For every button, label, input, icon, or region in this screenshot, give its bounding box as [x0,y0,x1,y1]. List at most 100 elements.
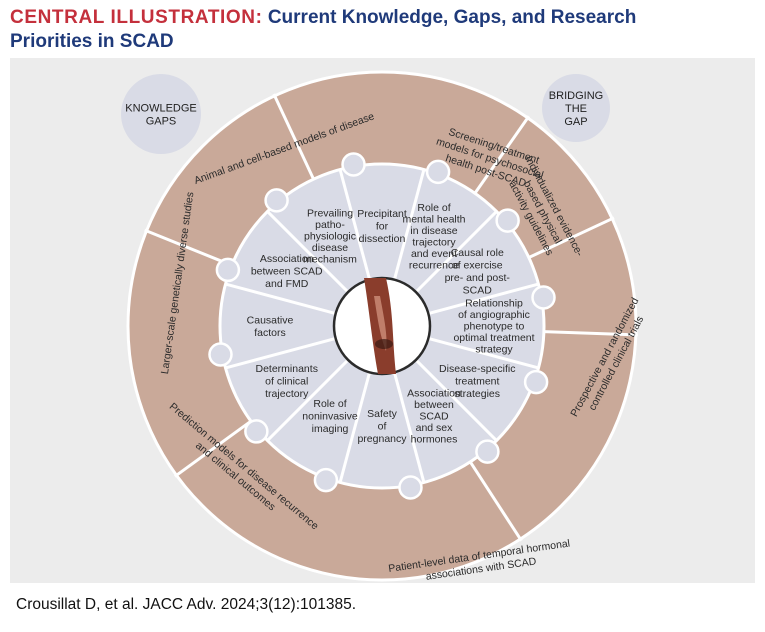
inner-divider [338,371,372,483]
inner-divider [414,210,498,294]
inner-segment-label-line: SCAD [419,411,449,423]
inner-segment-label-line: for [376,221,389,233]
inner-segment-label-line: pre- and post- [445,272,511,284]
inner-segment-label-line: phenotype to [464,321,525,333]
inner-segment-label-line: strategy [475,344,513,356]
inner-segment-label-line: of exercise [452,259,503,271]
inner-segment-label-line: hormones [411,434,458,446]
inner-divider [266,358,350,442]
inner-segment-label-line: strategies [454,388,500,400]
puzzle-knob [425,159,451,185]
inner-segment-label-line: mechanism [303,254,357,266]
puzzle-knob [531,285,556,310]
title-line-2: Priorities in SCAD [10,31,174,52]
inner-segment-label-line: Association [260,253,314,265]
inner-divider [266,210,350,294]
inner-segment-label-line: Determinants [256,363,318,375]
puzzle-knob [341,152,366,177]
intramural-hematoma [375,339,393,349]
puzzle-knob [215,257,241,283]
knowledge-gaps-badge-text-line: KNOWLEDGE [125,102,197,114]
knowledge-gaps-badge-text-line: GAPS [146,115,177,127]
inner-segment-label-line: SCAD [463,284,493,296]
citation: Crousillat D, et al. JACC Adv. 2024;3(12… [16,596,357,613]
bridging-gap-badge-text-line: THE [565,103,587,115]
inner-segment-label-line: physiologic [304,231,356,243]
inner-segment-label-line: Causal role [451,247,504,259]
inner-segment-label-line: Precipitant [357,208,407,220]
bridging-gap-badge-circle [542,74,610,142]
artery-illustration [364,278,396,374]
inner-divider [427,336,539,370]
inner-segment-label-line: recurrence [409,259,459,271]
bridging-gap-badge-text-line: GAP [564,116,587,128]
inner-divider [427,282,539,316]
title-line-1: Current Knowledge, Gaps, and Research [267,7,637,28]
inner-segment-label-line: optimal treatment [453,332,534,344]
puzzle-knob [523,369,549,395]
title-lead: CENTRAL ILLUSTRATION: [10,7,263,28]
inner-segment-label-line: disease [312,242,348,254]
inner-segment-label-line: and event [411,248,457,260]
puzzle-knob [475,439,500,464]
inner-segment-label-line: between SCAD [251,266,323,278]
puzzle-knob [244,419,269,444]
inner-segment-label-line: pregnancy [357,433,407,445]
puzzle-knob [398,475,423,500]
outer-divider [174,420,252,478]
inner-segment-label-line: Causative [247,314,294,326]
inner-segment-label-line: factors [254,327,286,339]
inner-divider [392,371,426,483]
inner-segment-label-line: Role of [417,202,450,214]
puzzle-knob [264,188,289,213]
inner-segment-label-line: between [414,399,454,411]
puzzle-knob [313,467,339,493]
inner-segment-label-line: Relationship [465,298,523,310]
inner-segment-label-line: noninvasive [302,411,358,423]
inner-segment-label-line: of angiographic [458,309,530,321]
inner-divider [225,282,337,316]
puzzle-knob [495,208,520,233]
outer-divider [144,228,233,267]
illustration-title: CENTRAL ILLUSTRATION: Current Knowledge,… [10,6,755,54]
knowledge-gaps-badge-circle [121,74,201,154]
puzzle-knob [208,342,233,367]
inner-segment-label-line: treatment [455,376,499,388]
inner-segment-label-line: Disease-specific [439,363,515,375]
inner-segment-label-line: mental health [402,213,465,225]
inner-divider [225,336,337,370]
outer-divider [473,115,531,195]
inner-segment-label-line: patho- [315,219,345,231]
outer-divider [528,216,615,259]
inner-divider [414,358,498,442]
bridging-gap-badge-text-line: BRIDGING [549,90,603,102]
inner-segment-label-line: Safety [367,408,398,420]
inner-segment-label-line: of [378,421,387,433]
inner-segment-label-line: Prevailing [307,208,353,220]
inner-segment-label-line: Role of [313,398,346,410]
inner-segment-label-line: trajectory [265,388,309,400]
outer-divider [272,93,315,180]
inner-segment-label-line: dissection [359,233,406,245]
inner-segment-label-line: and FMD [265,278,309,290]
artery-dissection-flap [374,296,387,351]
inner-segment-label-line: in disease [410,225,457,237]
inner-divider [338,169,372,281]
inner-divider [392,169,426,281]
